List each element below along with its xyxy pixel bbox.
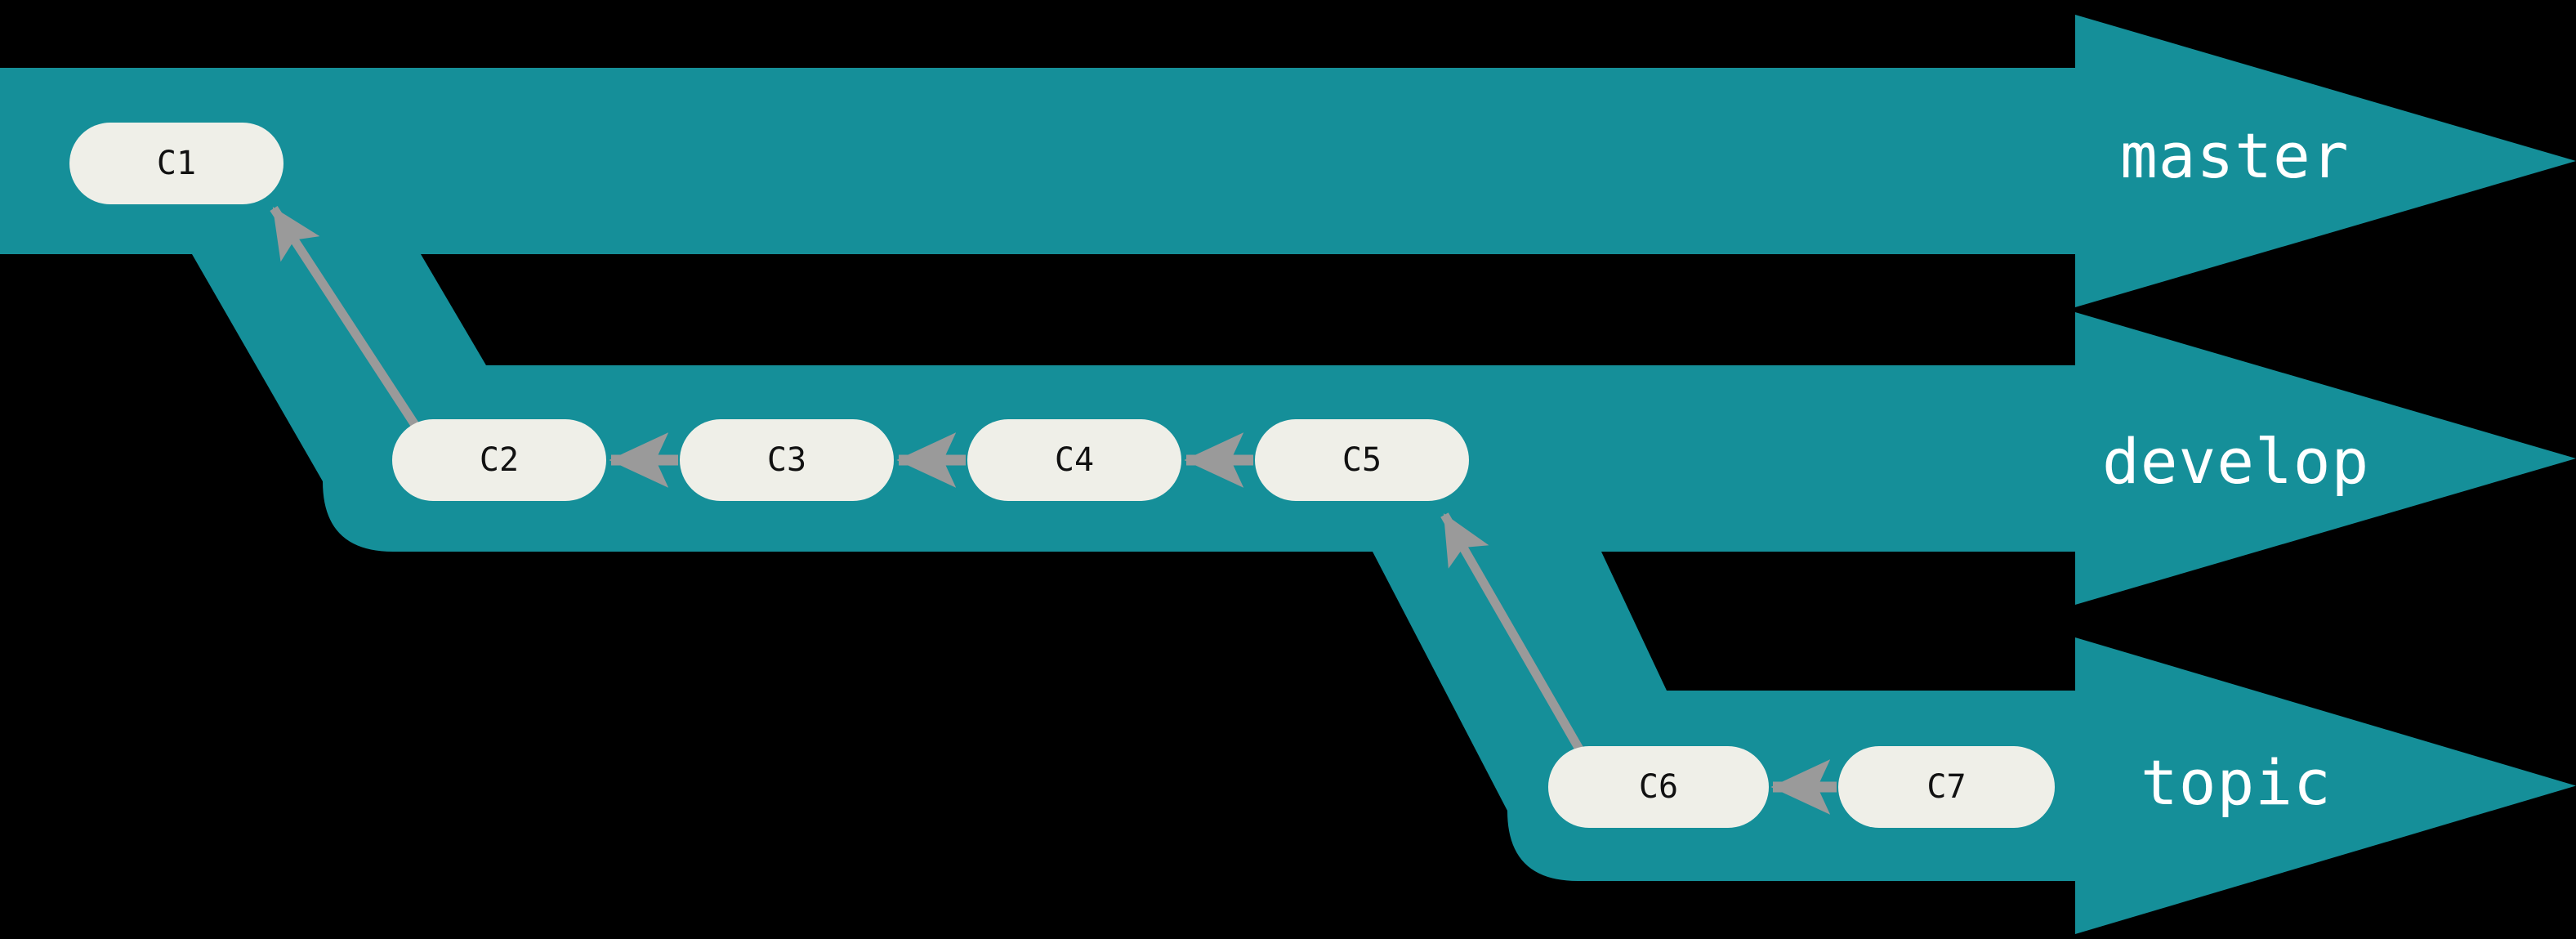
commit-label: C6 [1639,768,1678,806]
commit-label: C5 [1342,441,1382,479]
commit-edges [270,205,1837,815]
edge-C6-to-C5 [1440,512,1585,754]
commit-capsule [1548,746,1769,828]
commit-node-C4[interactable]: C4 [967,419,1181,501]
commit-label: C2 [480,441,519,479]
commit-label: C4 [1055,441,1094,479]
commit-node-C7[interactable]: C7 [1838,746,2055,828]
branch-label-topic: topic [2141,746,2332,819]
commit-capsule [1838,746,2055,828]
commit-node-C5[interactable]: C5 [1255,419,1469,501]
commit-label: C3 [767,441,806,479]
edge-C2-to-C1 [270,205,419,428]
commit-label: C7 [1926,768,1966,806]
commit-capsule [392,419,606,501]
commit-label: C1 [157,145,196,182]
branch-label-master: master [2120,119,2350,192]
branch-label-develop: develop [2102,425,2369,498]
commit-node-C6[interactable]: C6 [1548,746,1769,828]
commit-capsule [69,123,283,204]
branch-labels: master develop topic [2102,119,2369,819]
branch-band-topic [1373,552,2576,934]
branch-band-master [0,15,2576,307]
commit-capsule [1255,419,1469,501]
commit-node-C2[interactable]: C2 [392,419,606,501]
commit-capsule [967,419,1181,501]
commit-node-C3[interactable]: C3 [680,419,894,501]
commit-capsule [680,419,894,501]
commit-node-C1[interactable]: C1 [69,123,283,204]
